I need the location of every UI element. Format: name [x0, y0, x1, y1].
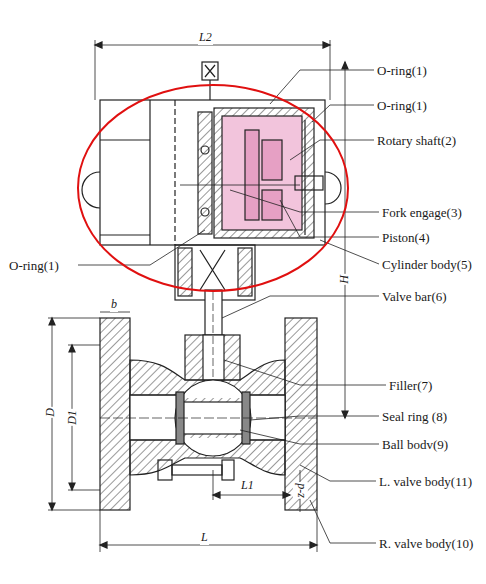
part-label: Seal ring (8) [381, 409, 448, 424]
part-label: Ball bodv(9) [381, 437, 449, 452]
dimension-label: b [110, 297, 118, 312]
part-label: O-ring(1) [376, 63, 428, 78]
part-label: O-ring(1) [376, 98, 428, 113]
part-label: Piston(4) [381, 230, 431, 245]
part-label: Fork engage(3) [381, 205, 463, 220]
dimension-label: L [200, 530, 209, 545]
part-label: Cylinder body(5) [381, 257, 473, 272]
dimension-label: D [43, 407, 58, 418]
part-label: R. valve body(10) [378, 536, 474, 551]
part-label: Filler(7) [388, 378, 433, 393]
dimension-label: z-d [293, 482, 308, 499]
part-label: Rotary shaft(2) [376, 133, 457, 148]
dimension-label: D1 [65, 409, 80, 426]
part-label: L. valve body(11) [378, 474, 473, 489]
part-label: Valve bar(6) [381, 289, 448, 304]
dimension-label: H [337, 274, 352, 285]
dimension-label: L2 [198, 30, 213, 45]
part-label: O-ring(1) [8, 258, 60, 273]
dimension-label: L1 [240, 478, 255, 493]
